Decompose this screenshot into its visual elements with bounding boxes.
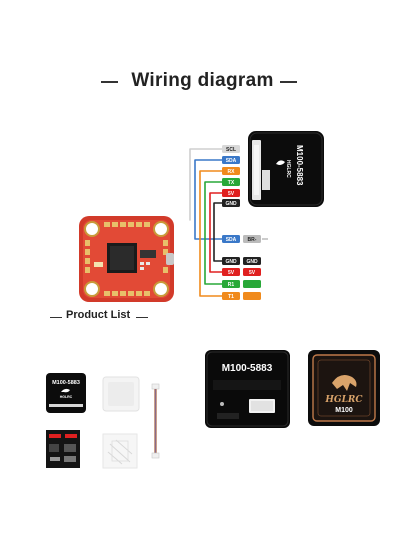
product-list-rule-right: [136, 317, 148, 318]
product-gps-model: M100-5883: [52, 380, 80, 386]
title-rule-right: [280, 81, 297, 83]
gps-pin-gnd: GND: [225, 201, 237, 207]
fc-pad-t1: T1: [228, 294, 234, 300]
fc-pad-br: BR-: [248, 237, 257, 243]
product-gps-back-brand: HGLRC: [324, 395, 363, 405]
gps-pin-rx: RX: [228, 169, 236, 175]
product-list-heading: Product List: [0, 309, 200, 325]
product-gps-back-model: M100: [335, 407, 353, 414]
fc-pad-sda: SDA: [226, 237, 237, 243]
wire-gnd: [213, 202, 239, 262]
title-block: Wiring diagram: [0, 70, 405, 94]
fc-pad-gnd-right: GND: [246, 259, 258, 265]
product-gps-front: M100-5883: [205, 350, 290, 428]
product-foam-pad: [102, 376, 140, 412]
product-gps-brand: HGLRC: [60, 395, 73, 399]
gps-diagram-brand: HGLRC: [285, 160, 291, 178]
gps-module-diagram: M100-5883 HGLRC: [248, 131, 324, 207]
wire-tx: [204, 181, 239, 285]
gps-diagram-model: M100-5883: [295, 145, 304, 186]
product-list-rule-left: [50, 317, 62, 318]
fc-pad-labels: SDA BR- GND GND 5V 5V R1 T1: [222, 235, 268, 300]
gps-pin-sda: SDA: [226, 158, 237, 164]
product-sticker-sheet: [46, 430, 80, 468]
product-gps-module: M100-5883 HGLRC: [46, 373, 86, 413]
gps-pin-tx: TX: [228, 180, 235, 186]
product-clear-label: [102, 433, 138, 469]
wire-sda: [194, 159, 239, 240]
product-gps-front-model: M100-5883: [222, 363, 273, 374]
title-rule-left: [101, 81, 118, 83]
gps-pin-scl: SCL: [226, 147, 236, 153]
product-cable: [151, 383, 160, 459]
fc-pad-r1: R1: [228, 282, 235, 288]
gps-pin-labels: SCL SDA RX TX 5V GND: [222, 145, 240, 207]
product-gps-back: HGLRC M100: [308, 350, 380, 426]
fc-pad-gnd-left: GND: [225, 259, 237, 265]
gps-pin-5v: 5V: [228, 191, 235, 197]
wire-rx: [199, 170, 239, 297]
flight-controller: [79, 216, 174, 302]
fc-pad-5v-left: 5V: [228, 270, 235, 276]
product-list-label: Product List: [66, 309, 131, 321]
fc-pad-5v-right: 5V: [249, 270, 256, 276]
page-title: Wiring diagram: [131, 70, 274, 91]
